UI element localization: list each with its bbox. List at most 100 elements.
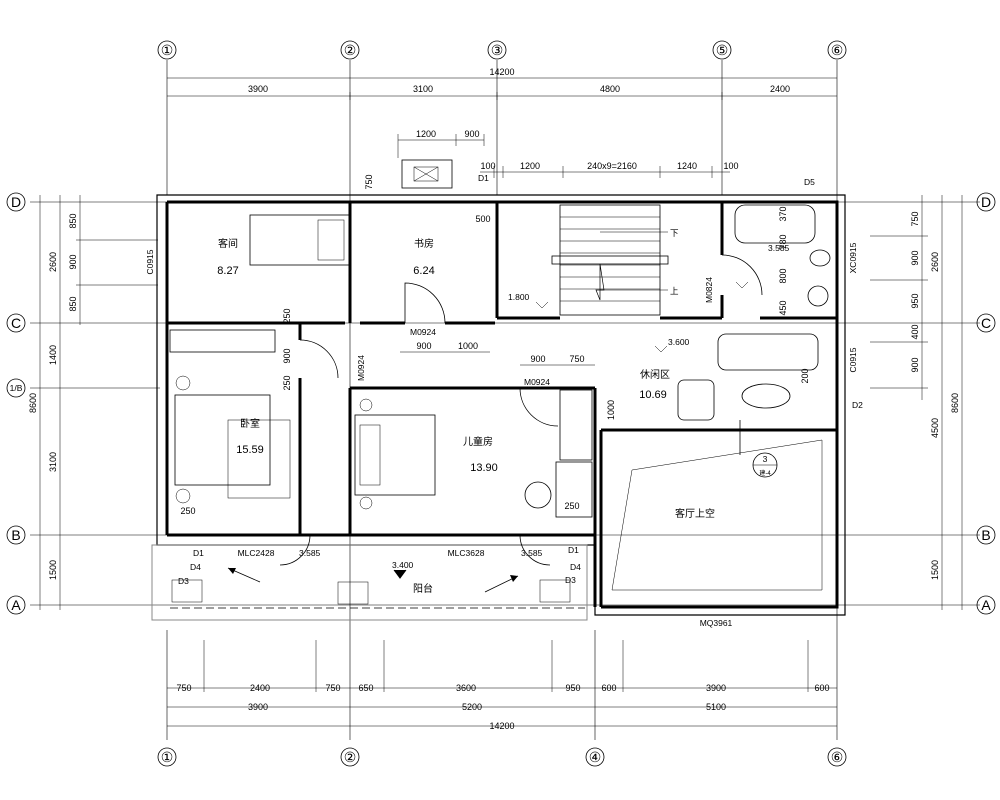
svg-text:2600: 2600 (930, 252, 940, 272)
level-mark: 1.800 (508, 292, 530, 302)
svg-text:750: 750 (325, 683, 340, 693)
marker-tag: D5 (804, 177, 815, 187)
svg-text:2400: 2400 (250, 683, 270, 693)
marker-tag: D3 (565, 575, 576, 585)
interior-dimension: 450 (778, 300, 788, 315)
axis-bubble: ② (340, 40, 360, 60)
room-name: 书房 (414, 237, 434, 250)
level-mark: 3.400 (392, 560, 414, 570)
interior-dimension: 1000 (458, 341, 478, 351)
svg-text:建-4: 建-4 (759, 469, 771, 477)
door-tag: M0824 (704, 277, 714, 303)
svg-text:850: 850 (68, 296, 78, 311)
balcony-arrows (227, 567, 519, 593)
window-box-top (401, 159, 453, 189)
right-axis-markers: D C B A (976, 192, 996, 615)
marker-tag: D3 (178, 576, 189, 586)
axis-bubble: ⑤ (712, 40, 732, 60)
svg-text:B: B (981, 527, 990, 543)
window-tag: MLC2428 (238, 548, 275, 558)
svg-text:900: 900 (464, 129, 479, 139)
marker-tag: D2 (852, 400, 863, 410)
furniture (151, 204, 831, 621)
svg-text:850: 850 (68, 213, 78, 228)
interior-dimension: 780 (778, 234, 788, 249)
axis-bubble: A (6, 595, 26, 615)
svg-text:3600: 3600 (456, 683, 476, 693)
window-tag: MQ3961 (700, 618, 733, 628)
level-mark: 3.600 (668, 337, 690, 347)
svg-text:8600: 8600 (28, 393, 38, 413)
axis-bubble: B (976, 525, 996, 545)
door-tag: M0924 (410, 327, 436, 337)
svg-text:3900: 3900 (248, 84, 268, 94)
marker-tag: D1 (568, 545, 579, 555)
svg-text:⑥: ⑥ (831, 749, 844, 765)
level-mark: 3.585 (768, 243, 790, 253)
room-name: 儿童房 (463, 435, 493, 448)
svg-text:750: 750 (176, 683, 191, 693)
svg-text:2400: 2400 (770, 84, 790, 94)
axis-bubble: ① (157, 747, 177, 767)
door-tag: M0924 (356, 355, 366, 381)
interior-dimension: 800 (778, 268, 788, 283)
right-dimensions: 750 900 950 400 900 2600 4500 1500 8600 (870, 195, 963, 610)
axis-bubble: ③ (487, 40, 507, 60)
svg-text:上: 上 (670, 286, 679, 296)
axis-bubble: B (6, 525, 26, 545)
svg-text:1500: 1500 (930, 560, 940, 580)
svg-text:8600: 8600 (950, 393, 960, 413)
svg-text:5100: 5100 (706, 702, 726, 712)
interior-dimension: 370 (778, 206, 788, 221)
svg-text:900: 900 (910, 250, 920, 265)
room-area: 6.24 (413, 265, 434, 277)
interior-dimension: 500 (475, 214, 490, 224)
svg-text:⑤: ⑤ (716, 42, 729, 58)
room-labels: 客间 8.27 书房 6.24 卧室 15.59 儿童房 13.90 休闲区 1… (217, 237, 715, 595)
bottom-dimensions: 750 2400 750 650 3600 950 600 3900 600 3… (167, 640, 837, 731)
interior-dimension: 250 (282, 308, 292, 323)
level-marks: 1.800 3.585 3.600 3.400 3.585 3.585 (299, 243, 790, 579)
axis-bubble: A (976, 595, 996, 615)
building-walls (156, 194, 846, 616)
window-tag: C0915 (145, 249, 155, 274)
svg-text:4500: 4500 (930, 418, 940, 438)
left-dimensions: 8600 2600 1400 3100 1500 850 900 850 (28, 195, 158, 610)
interior-dimension: 1000 (606, 400, 616, 420)
svg-text:600: 600 (601, 683, 616, 693)
axis-bubble: ⑥ (827, 40, 847, 60)
svg-text:①: ① (161, 749, 174, 765)
axis-bubble: C (976, 313, 996, 333)
svg-text:3: 3 (763, 454, 768, 464)
window-tag: C0915 (848, 347, 858, 372)
axis-bubble: C (6, 313, 26, 333)
svg-text:1500: 1500 (48, 560, 58, 580)
svg-text:A: A (981, 597, 991, 613)
interior-dimension: 250 (564, 501, 579, 511)
svg-text:④: ④ (589, 749, 602, 765)
svg-text:1240: 1240 (677, 161, 697, 171)
left-axis-markers: D C 1/B B A (6, 192, 26, 615)
interior-dimensions: 900 1000 900 750 1000 900 250 250 250 25… (180, 206, 810, 516)
room-name: 阳台 (413, 582, 433, 595)
svg-text:950: 950 (565, 683, 580, 693)
svg-text:②: ② (344, 749, 357, 765)
interior-dimension: 900 (282, 348, 292, 363)
window-tag: XC0915 (848, 242, 858, 273)
axis-bubble: ① (157, 40, 177, 60)
axis-bubble: ④ (585, 747, 605, 767)
svg-text:3900: 3900 (248, 702, 268, 712)
svg-text:3900: 3900 (706, 683, 726, 693)
top-dimensions: 14200 3900 3100 4800 2400 1200 900 100 1… (167, 67, 837, 190)
axis-bubble: 1/B (6, 378, 26, 398)
doors (279, 254, 763, 566)
svg-text:14200: 14200 (489, 67, 514, 77)
svg-text:⑥: ⑥ (831, 42, 844, 58)
markers: D1 D1 D1 D2 D3 D3 D4 D4 D5 (178, 173, 863, 586)
door-window-tags: M0924 M0924 M0924 M0824 C0915 C0915 XC09… (145, 242, 858, 628)
svg-text:950: 950 (910, 293, 920, 308)
svg-text:2600: 2600 (48, 252, 58, 272)
svg-text:650: 650 (358, 683, 373, 693)
svg-text:1200: 1200 (520, 161, 540, 171)
